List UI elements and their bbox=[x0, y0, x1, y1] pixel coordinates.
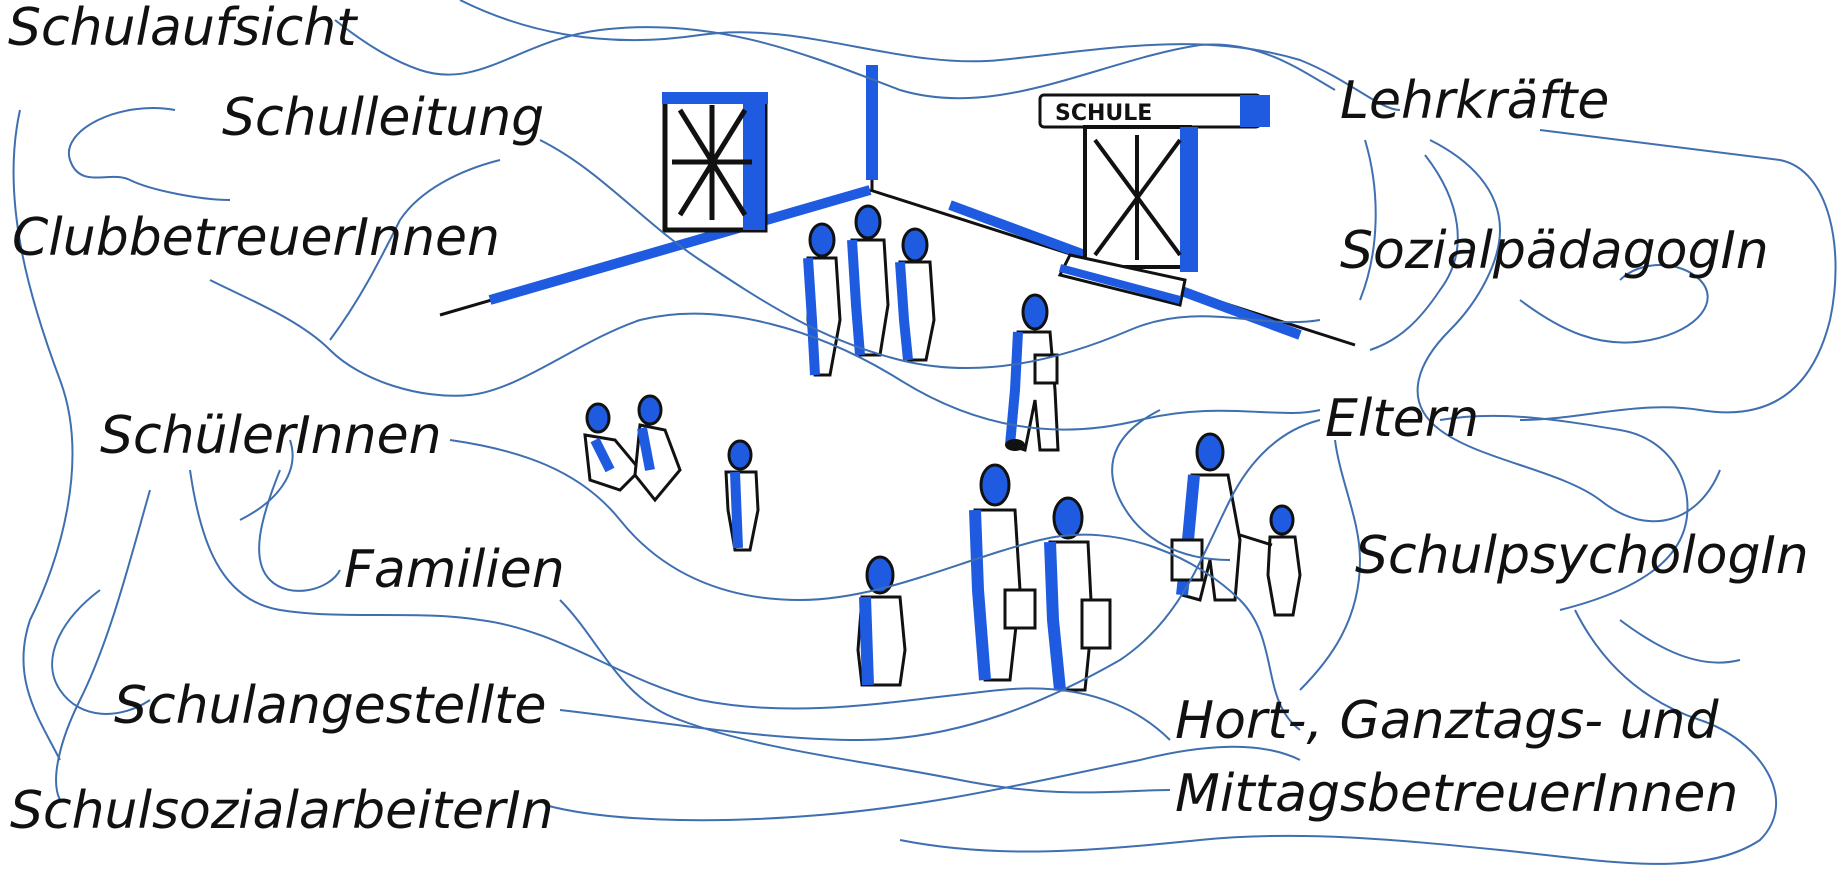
connector-line bbox=[449, 439, 1301, 731]
label-schulaufsicht: Schulaufsicht bbox=[8, 0, 357, 58]
connector-line bbox=[899, 609, 1778, 865]
connection-lines bbox=[12, 0, 1837, 865]
label-schulsozialarbeiterin: SchulsozialarbeiterIn bbox=[10, 781, 554, 841]
person-figure bbox=[1044, 496, 1112, 692]
connector-line bbox=[1416, 139, 1721, 523]
connector-line bbox=[544, 745, 1301, 822]
label-schuelerinnen: SchülerInnen bbox=[100, 406, 442, 466]
label-lehrkraefte: Lehrkräfte bbox=[1340, 71, 1610, 131]
pupils-sitting bbox=[583, 394, 760, 552]
connector-line bbox=[258, 469, 341, 592]
label-hort-ganztags-line1: Hort-, Ganztags- und bbox=[1175, 691, 1719, 751]
connector-line bbox=[559, 419, 1321, 742]
walking-person-figure bbox=[1005, 293, 1060, 452]
teacher-group bbox=[803, 204, 936, 377]
connector-line bbox=[239, 439, 294, 521]
connector-line bbox=[334, 19, 1336, 100]
person-figure bbox=[969, 463, 1037, 682]
family-group bbox=[856, 463, 1112, 692]
label-hort-ganztags-line2: MittagsbetreuerInnen bbox=[1175, 764, 1739, 824]
person-figure bbox=[847, 204, 890, 357]
connector-line bbox=[1519, 264, 1709, 344]
person-figure bbox=[856, 555, 907, 687]
person-figure bbox=[895, 227, 936, 362]
label-clubbetreuerinnen: ClubbetreuerInnen bbox=[12, 208, 501, 268]
connector-line bbox=[539, 139, 1321, 369]
connector-line bbox=[1439, 414, 1689, 611]
connector-line bbox=[1359, 139, 1377, 301]
label-sozialpaedagogin: SozialpädagogIn bbox=[1340, 221, 1769, 281]
connector-line bbox=[51, 589, 151, 715]
connector-line bbox=[209, 279, 1321, 431]
label-familien: Familien bbox=[344, 540, 565, 600]
connector-line bbox=[55, 489, 151, 801]
label-schulleitung: Schulleitung bbox=[222, 88, 545, 148]
person-figure bbox=[803, 222, 842, 377]
connector-line bbox=[1619, 619, 1741, 664]
connector-line bbox=[12, 109, 74, 761]
connector-line bbox=[329, 159, 501, 341]
connector-line bbox=[1111, 409, 1231, 561]
connector-line bbox=[1519, 129, 1837, 421]
school-sign-text: SCHULE bbox=[1055, 101, 1152, 126]
connector-line bbox=[67, 107, 231, 201]
connector-line bbox=[1299, 439, 1362, 691]
label-schulpsychologin: SchulpsychologIn bbox=[1355, 526, 1809, 586]
label-eltern: Eltern bbox=[1325, 389, 1480, 449]
connector-line bbox=[1369, 154, 1459, 351]
connector-line bbox=[559, 599, 1171, 794]
connector-line bbox=[189, 469, 1171, 741]
left-window bbox=[662, 92, 768, 233]
connector-line bbox=[459, 0, 1401, 111]
school-entrance: SCHULE bbox=[1038, 93, 1270, 307]
parent-child-figure bbox=[1170, 432, 1302, 617]
label-schulangestellte: Schulangestellte bbox=[114, 676, 547, 736]
